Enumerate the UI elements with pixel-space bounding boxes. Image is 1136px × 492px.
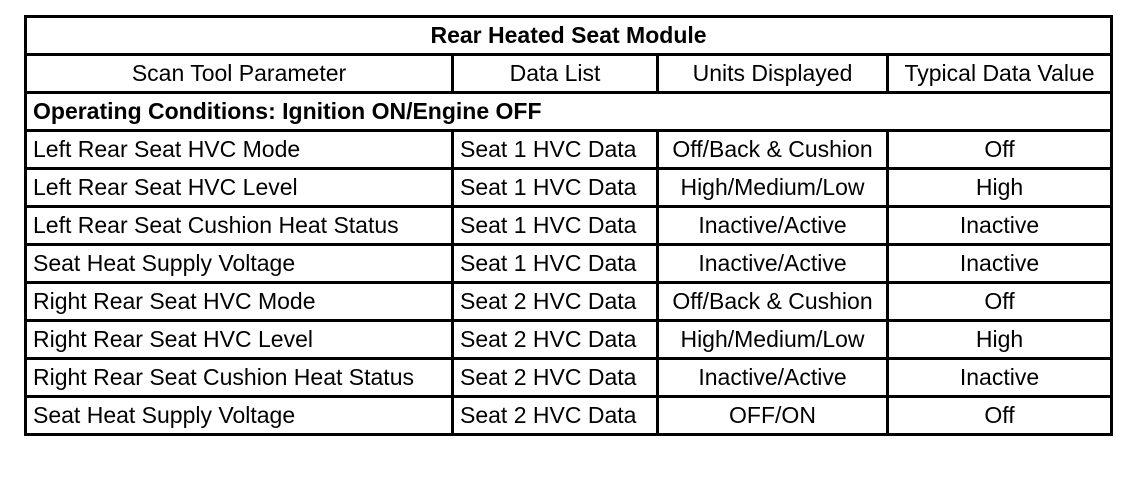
data-list-cell: Seat 1 HVC Data (451, 129, 659, 170)
value-cell: Off (885, 281, 1114, 322)
units-cell: High/Medium/Low (656, 319, 889, 360)
header-row: Scan Tool Parameter Data List Units Disp… (24, 53, 1114, 94)
data-list-cell: Seat 1 HVC Data (451, 243, 659, 284)
table-title: Rear Heated Seat Module (23, 15, 1114, 56)
table-row: Seat Heat Supply Voltage Seat 1 HVC Data… (24, 243, 1114, 284)
data-list-cell: Seat 1 HVC Data (451, 167, 659, 208)
parameter-cell: Seat Heat Supply Voltage (24, 243, 454, 284)
table-row: Left Rear Seat Cushion Heat Status Seat … (24, 205, 1114, 246)
table-row: Right Rear Seat Cushion Heat Status Seat… (24, 357, 1114, 398)
parameter-cell: Left Rear Seat HVC Level (24, 167, 454, 208)
value-cell: Off (885, 395, 1114, 436)
units-cell: Off/Back & Cushion (656, 129, 889, 170)
parameter-cell: Right Rear Seat HVC Level (24, 319, 454, 360)
column-header-typical-value: Typical Data Value (885, 53, 1114, 94)
data-list-cell: Seat 1 HVC Data (451, 205, 659, 246)
units-cell: Inactive/Active (656, 357, 889, 398)
data-list-cell: Seat 2 HVC Data (451, 395, 659, 436)
table-row: Left Rear Seat HVC Level Seat 1 HVC Data… (24, 167, 1114, 208)
value-cell: Inactive (885, 205, 1114, 246)
units-cell: Inactive/Active (656, 205, 889, 246)
units-cell: OFF/ON (656, 395, 889, 436)
column-header-data-list: Data List (451, 53, 659, 94)
parameter-cell: Right Rear Seat Cushion Heat Status (24, 357, 454, 398)
units-cell: Inactive/Active (656, 243, 889, 284)
data-list-cell: Seat 2 HVC Data (451, 357, 659, 398)
operating-conditions: Operating Conditions: Ignition ON/Engine… (23, 91, 1114, 132)
value-cell: Inactive (885, 357, 1114, 398)
parameter-cell: Left Rear Seat Cushion Heat Status (24, 205, 454, 246)
table-row: Right Rear Seat HVC Mode Seat 2 HVC Data… (24, 281, 1114, 322)
data-list-cell: Seat 2 HVC Data (451, 319, 659, 360)
parameter-cell: Left Rear Seat HVC Mode (24, 129, 454, 170)
data-list-cell: Seat 2 HVC Data (451, 281, 659, 322)
title-row: Rear Heated Seat Module (23, 15, 1114, 56)
value-cell: Off (885, 129, 1114, 170)
value-cell: High (885, 167, 1114, 208)
table-row: Seat Heat Supply Voltage Seat 2 HVC Data… (24, 395, 1114, 436)
value-cell: High (885, 319, 1114, 360)
units-cell: Off/Back & Cushion (656, 281, 889, 322)
table-row: Right Rear Seat HVC Level Seat 2 HVC Dat… (24, 319, 1114, 360)
value-cell: Inactive (885, 243, 1114, 284)
conditions-row: Operating Conditions: Ignition ON/Engine… (23, 91, 1114, 132)
table-row: Left Rear Seat HVC Mode Seat 1 HVC Data … (24, 129, 1114, 170)
parameter-cell: Seat Heat Supply Voltage (24, 395, 454, 436)
parameter-cell: Right Rear Seat HVC Mode (24, 281, 454, 322)
column-header-parameter: Scan Tool Parameter (24, 53, 454, 94)
scan-tool-data-table: Rear Heated Seat Module Scan Tool Parame… (23, 15, 1114, 436)
units-cell: High/Medium/Low (656, 167, 889, 208)
column-header-units: Units Displayed (656, 53, 889, 94)
